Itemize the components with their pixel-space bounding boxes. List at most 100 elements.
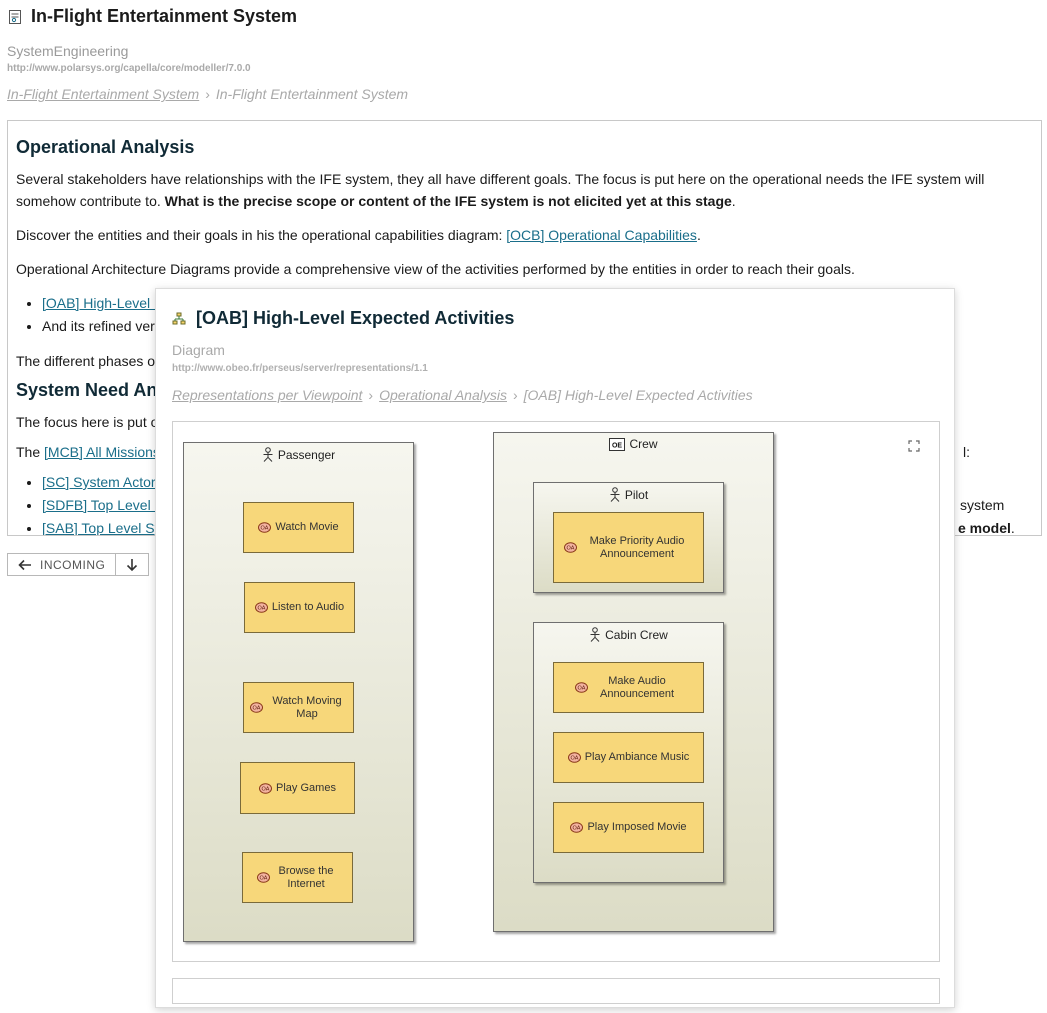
document-icon (9, 9, 21, 24)
entity-crew[interactable]: OE Crew Pilot OA Make Priority Audio Ann… (493, 432, 774, 932)
page-kind: SystemEngineering (7, 43, 129, 59)
activity-label: Browse the Internet (278, 864, 334, 890)
activity-label: Watch Moving Map (272, 694, 342, 720)
entity-passenger[interactable]: Passenger OA Watch Movie OA Listen to Au… (183, 442, 414, 942)
operational-activity-icon: OA (567, 752, 581, 763)
svg-text:OA: OA (253, 706, 261, 712)
activity-node[interactable]: OA Make Priority Audio Announcement (553, 512, 704, 583)
link-mcb-all-missions[interactable]: [MCB] All Missions (44, 444, 160, 460)
breadcrumb-current: In-Flight Entertainment System (215, 86, 409, 102)
activity-node[interactable]: OA Play Imposed Movie (553, 802, 704, 853)
paragraph-end: . (696, 227, 701, 243)
paragraph-missions-text: The (16, 444, 45, 460)
operational-activity-icon: OA (259, 782, 273, 794)
list-item-right-text: e model. (958, 517, 1015, 536)
operational-activity-icon: OA (257, 872, 270, 883)
operational-activity-icon: OA (250, 702, 263, 713)
activity-node[interactable]: OA Watch Movie (243, 502, 354, 553)
link-sab-top-level[interactable]: [SAB] Top Level Sy (42, 520, 162, 536)
arrow-down-icon (127, 558, 138, 571)
link-ocb-operational-capabilities[interactable]: [OCB] Operational Capabilities (506, 227, 697, 243)
description-panel: Operational Analysis Several stakeholder… (7, 120, 1042, 536)
svg-text:OA: OA (573, 826, 581, 832)
breadcrumb-current: [OAB] High-Level Expected Activities (523, 387, 753, 403)
page-uri: http://www.polarsys.org/capella/core/mod… (7, 63, 251, 74)
activity-node[interactable]: OA Play Ambiance Music (553, 732, 704, 783)
list-item-right-end: . (1010, 520, 1015, 536)
breadcrumb-separator: › (368, 387, 374, 403)
list-item: [SAB] Top Level Sy e model. (42, 517, 1033, 536)
diagram-uri: http://www.obeo.fr/perseus/server/repres… (172, 363, 428, 374)
svg-text:OA: OA (262, 786, 270, 792)
breadcrumb-separator: › (512, 387, 518, 403)
diagram-breadcrumb: Representations per Viewpoint › Operationa… (172, 387, 753, 403)
operational-activity-icon: OA (258, 522, 272, 533)
activity-label: Play Imposed Movie (587, 821, 687, 833)
svg-text:OA: OA (567, 546, 575, 552)
diagram-title: [OAB] High-Level Expected Activities (196, 308, 515, 328)
entity-name: Crew (629, 437, 658, 451)
incoming-button[interactable]: INCOMING (7, 553, 117, 576)
breadcrumb: In-Flight Entertainment System›In-Flight… (7, 86, 1037, 102)
activity-node[interactable]: OA Browse the Internet (242, 852, 353, 903)
page-title: In-Flight Entertainment System (31, 6, 298, 26)
paragraph-stakeholders-bold: What is the precise scope or content of … (164, 193, 732, 209)
activity-node[interactable]: OA Make Audio Announcement (553, 662, 704, 713)
breadcrumb-link-root[interactable]: In-Flight Entertainment System (7, 86, 200, 102)
system-list: [SC] System Actors [SDFB] Top Level Fsys… (16, 471, 1033, 536)
diagram-canvas[interactable]: Passenger OA Watch Movie OA Listen to Au… (172, 421, 940, 962)
entity-icon: OE (609, 437, 626, 451)
diagram-title-row: [OAB] High-Level Expected Activities (172, 308, 514, 329)
activity-label: Make Audio Announcement (600, 674, 674, 700)
svg-text:OE: OE (612, 442, 622, 449)
svg-text:OA: OA (261, 526, 269, 532)
diagram-icon (172, 312, 186, 324)
operational-activity-icon: OA (254, 602, 268, 613)
link-sc-system-actors[interactable]: [SC] System Actors (42, 474, 163, 490)
operational-activity-icon: OA (570, 822, 584, 833)
heading-operational-analysis: Operational Analysis (16, 137, 195, 157)
paragraph-capabilities: Discover the entities and their goals in… (16, 224, 1033, 246)
activity-label: Make Priority Audio Announcement (589, 534, 685, 560)
entity-label: Passenger (184, 447, 413, 462)
actor-icon (263, 447, 273, 462)
entity-label: Pilot (534, 487, 723, 502)
diagram-kind: Diagram (172, 342, 225, 358)
architecture-list: [OAB] High-Level E And its refined vers (16, 292, 1033, 338)
list-item: And its refined vers (42, 315, 1033, 338)
fullscreen-icon[interactable] (908, 440, 920, 452)
link-oab-high-level[interactable]: [OAB] High-Level E (42, 295, 164, 311)
entity-pilot[interactable]: Pilot OA Make Priority Audio Announcemen… (533, 482, 724, 593)
operational-activity-icon: OA (575, 682, 588, 693)
activity-node[interactable]: OA Watch Moving Map (243, 682, 354, 733)
paragraph-end: . (731, 193, 736, 209)
diagram-preview-popup: [OAB] High-Level Expected Activities Dia… (155, 288, 955, 1008)
activity-label: Watch Movie (275, 521, 339, 533)
activity-label: Listen to Audio (271, 601, 345, 613)
entity-name: Passenger (277, 447, 336, 462)
entity-label: OE Crew (494, 437, 773, 451)
breadcrumb-link-operational-analysis[interactable]: Operational Analysis (379, 387, 507, 403)
paragraph-capabilities-text: Discover the entities and their goals in… (16, 227, 507, 243)
paragraph-focus: The focus here is put or (16, 414, 164, 430)
breadcrumb-link-viewpoint[interactable]: Representations per Viewpoint (172, 387, 363, 403)
entity-name: Pilot (624, 487, 649, 502)
reference-nav: INCOMING (7, 553, 150, 576)
preview-footer-bar (172, 978, 940, 1004)
heading-system-need-analysis: System Need An (16, 380, 158, 400)
link-sdfb-top-level[interactable]: [SDFB] Top Level F (42, 497, 164, 513)
svg-text:OA: OA (578, 686, 586, 692)
svg-text:OA: OA (257, 606, 265, 612)
activity-node[interactable]: OA Play Games (240, 762, 355, 814)
page-header: In-Flight Entertainment System SystemEng… (7, 6, 1037, 102)
activity-node[interactable]: OA Listen to Audio (244, 582, 355, 633)
entity-cabin-crew[interactable]: Cabin Crew OA Make Audio Announcement OA… (533, 622, 724, 883)
svg-text:OA: OA (260, 876, 268, 882)
entity-label: Cabin Crew (534, 627, 723, 642)
down-arrow-button[interactable] (116, 553, 150, 576)
svg-text:OA: OA (570, 756, 578, 762)
list-item: [OAB] High-Level E (42, 292, 1033, 315)
actor-icon (590, 627, 600, 642)
